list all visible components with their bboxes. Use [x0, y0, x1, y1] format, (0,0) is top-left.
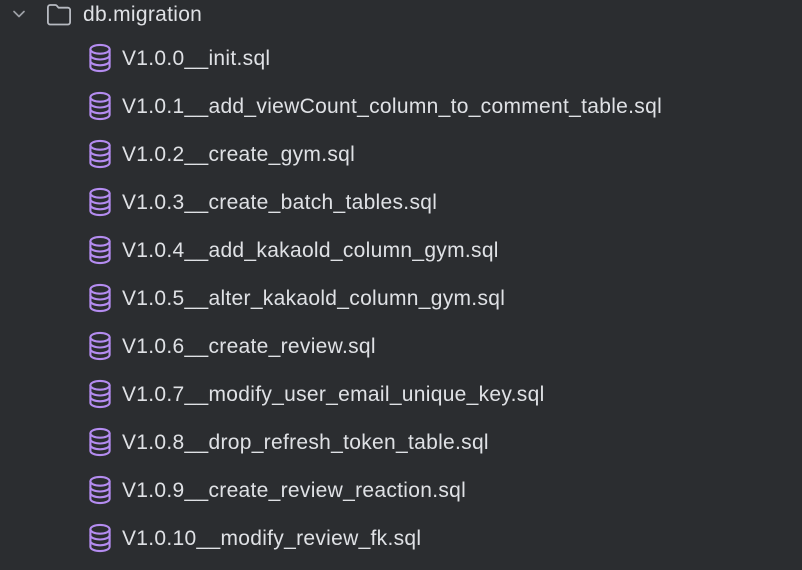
file-name-label: V1.0.9__create_review_reaction.sql: [122, 479, 467, 502]
file-name-label: V1.0.8__drop_refresh_token_table.sql: [122, 431, 489, 454]
migration-file-list: V1.0.0__init.sql V1.0.1__add_viewCount_c…: [0, 34, 802, 562]
file-name-label: V1.0.1__add_viewCount_column_to_comment_…: [122, 95, 663, 118]
database-icon: [87, 523, 113, 553]
tree-item-sql-file[interactable]: V1.0.9__create_review_reaction.sql: [0, 466, 802, 514]
file-name-label: V1.0.6__create_review.sql: [122, 335, 376, 358]
tree-item-sql-file[interactable]: V1.0.2__create_gym.sql: [0, 130, 802, 178]
tree-item-sql-file[interactable]: V1.0.5__alter_kakaold_column_gym.sql: [0, 274, 802, 322]
database-icon: [87, 283, 113, 313]
database-icon: [87, 139, 113, 169]
tree-item-sql-file[interactable]: V1.0.4__add_kakaold_column_gym.sql: [0, 226, 802, 274]
file-name-label: V1.0.3__create_batch_tables.sql: [122, 191, 438, 214]
database-icon: [87, 43, 113, 73]
tree-item-sql-file[interactable]: V1.0.8__drop_refresh_token_table.sql: [0, 418, 802, 466]
tree-item-sql-file[interactable]: V1.0.3__create_batch_tables.sql: [0, 178, 802, 226]
file-name-label: V1.0.5__alter_kakaold_column_gym.sql: [122, 287, 506, 310]
file-name-label: V1.0.10__modify_review_fk.sql: [122, 527, 422, 550]
tree-item-folder-db-migration[interactable]: db.migration: [0, 0, 802, 34]
folder-name-label: db.migration: [83, 3, 203, 26]
folder-icon: [45, 1, 73, 27]
tree-item-sql-file[interactable]: V1.0.10__modify_review_fk.sql: [0, 514, 802, 562]
file-name-label: V1.0.4__add_kakaold_column_gym.sql: [122, 239, 499, 262]
database-icon: [87, 187, 113, 217]
tree-item-sql-file[interactable]: V1.0.0__init.sql: [0, 34, 802, 82]
database-icon: [87, 235, 113, 265]
database-icon: [87, 331, 113, 361]
database-icon: [87, 91, 113, 121]
tree-item-sql-file[interactable]: V1.0.6__create_review.sql: [0, 322, 802, 370]
database-icon: [87, 379, 113, 409]
tree-item-sql-file[interactable]: V1.0.1__add_viewCount_column_to_comment_…: [0, 82, 802, 130]
tree-item-sql-file[interactable]: V1.0.7__modify_user_email_unique_key.sql: [0, 370, 802, 418]
database-icon: [87, 475, 113, 505]
chevron-down-icon[interactable]: [8, 3, 30, 25]
database-icon: [87, 427, 113, 457]
file-name-label: V1.0.0__init.sql: [122, 47, 271, 70]
file-name-label: V1.0.2__create_gym.sql: [122, 143, 356, 166]
file-name-label: V1.0.7__modify_user_email_unique_key.sql: [122, 383, 545, 406]
